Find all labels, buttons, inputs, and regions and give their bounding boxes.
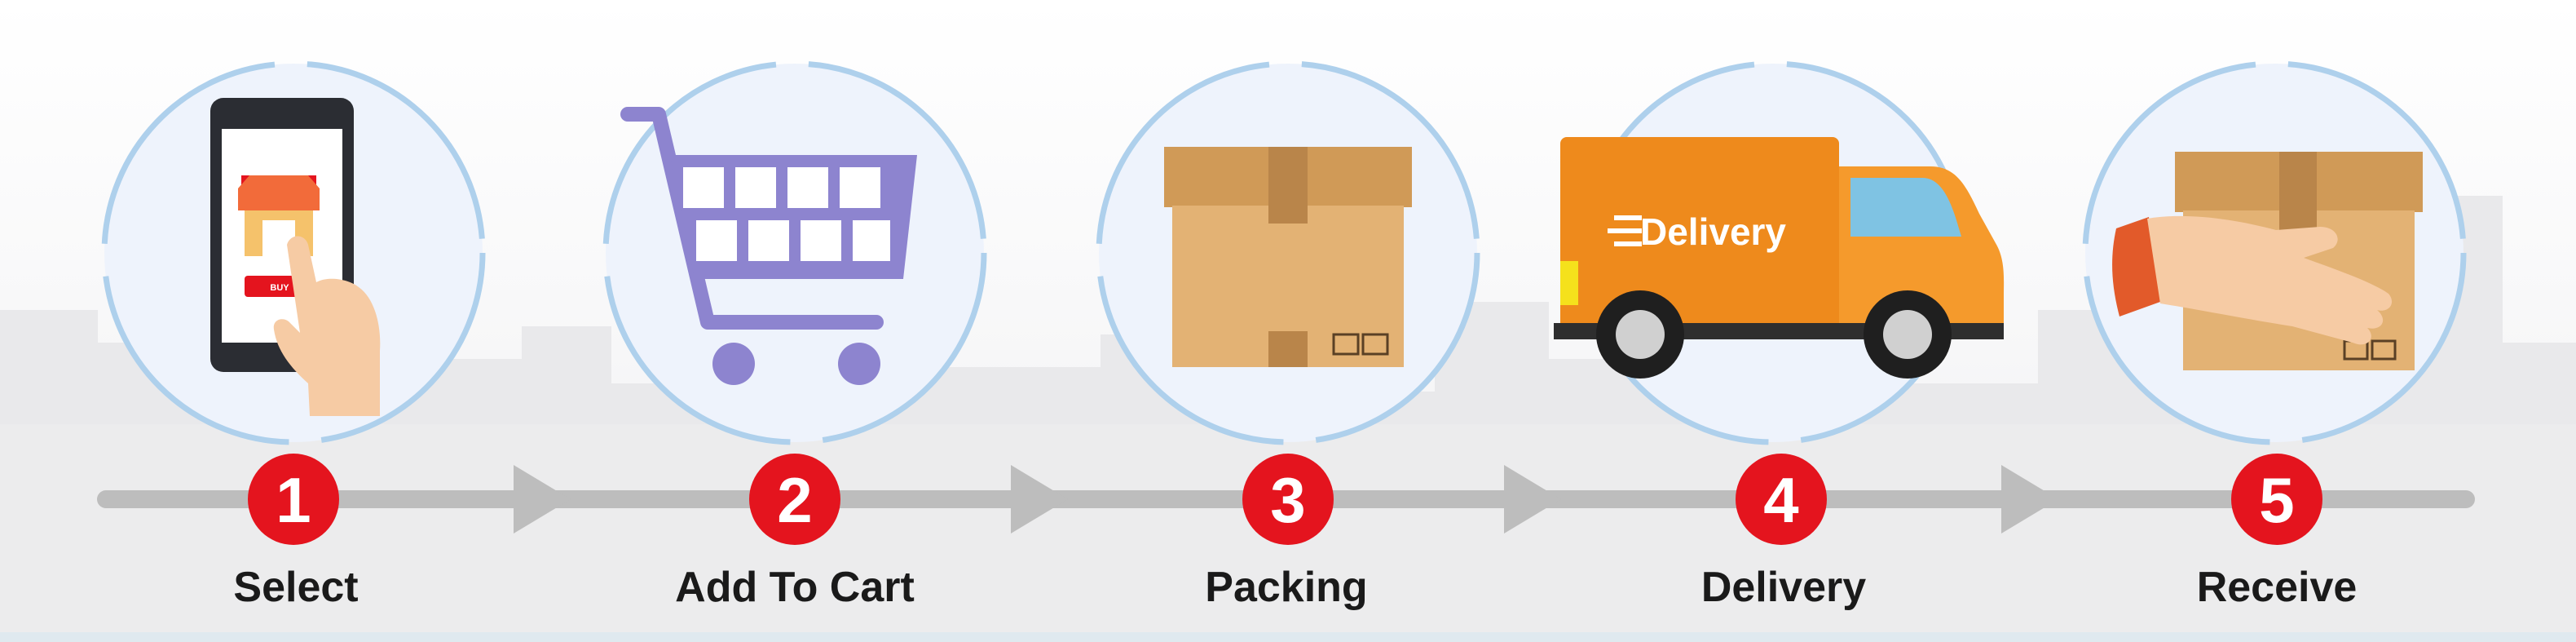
arrow-4-5 (2001, 465, 2058, 534)
step-number-4: 4 (1763, 464, 1798, 536)
truck-text: Delivery (1640, 210, 1786, 253)
hand-receive-box-icon (2112, 152, 2423, 370)
step-badge-4: 4 (1736, 454, 1827, 545)
buy-button-text: BUY (270, 283, 289, 293)
step-badge-1: 1 (248, 454, 339, 545)
step-label-4: Delivery (1700, 564, 1867, 611)
step-label-1: Select (233, 564, 359, 611)
shopping-cart-icon (620, 107, 917, 385)
delivery-truck-icon: Delivery (1554, 137, 2005, 379)
arrow-3-4 (1504, 465, 1561, 534)
step-badge-3: 3 (1242, 454, 1334, 545)
step-label-5: Receive (2196, 564, 2358, 611)
step-number-2: 2 (777, 464, 812, 536)
step-number-5: 5 (2259, 464, 2294, 536)
bottom-strip (0, 632, 2576, 642)
step-label-2: Add To Cart (675, 564, 915, 611)
step-badge-5: 5 (2231, 454, 2322, 545)
arrow-2-3 (1011, 465, 1068, 534)
step-number-3: 3 (1270, 464, 1305, 536)
package-box-icon (1164, 147, 1412, 367)
phone-shop-icon: BUY (210, 98, 381, 416)
step-label-3: Packing (1205, 564, 1368, 611)
step-badge-2: 2 (749, 454, 840, 545)
step-number-1: 1 (276, 464, 311, 536)
arrow-1-2 (514, 465, 571, 534)
